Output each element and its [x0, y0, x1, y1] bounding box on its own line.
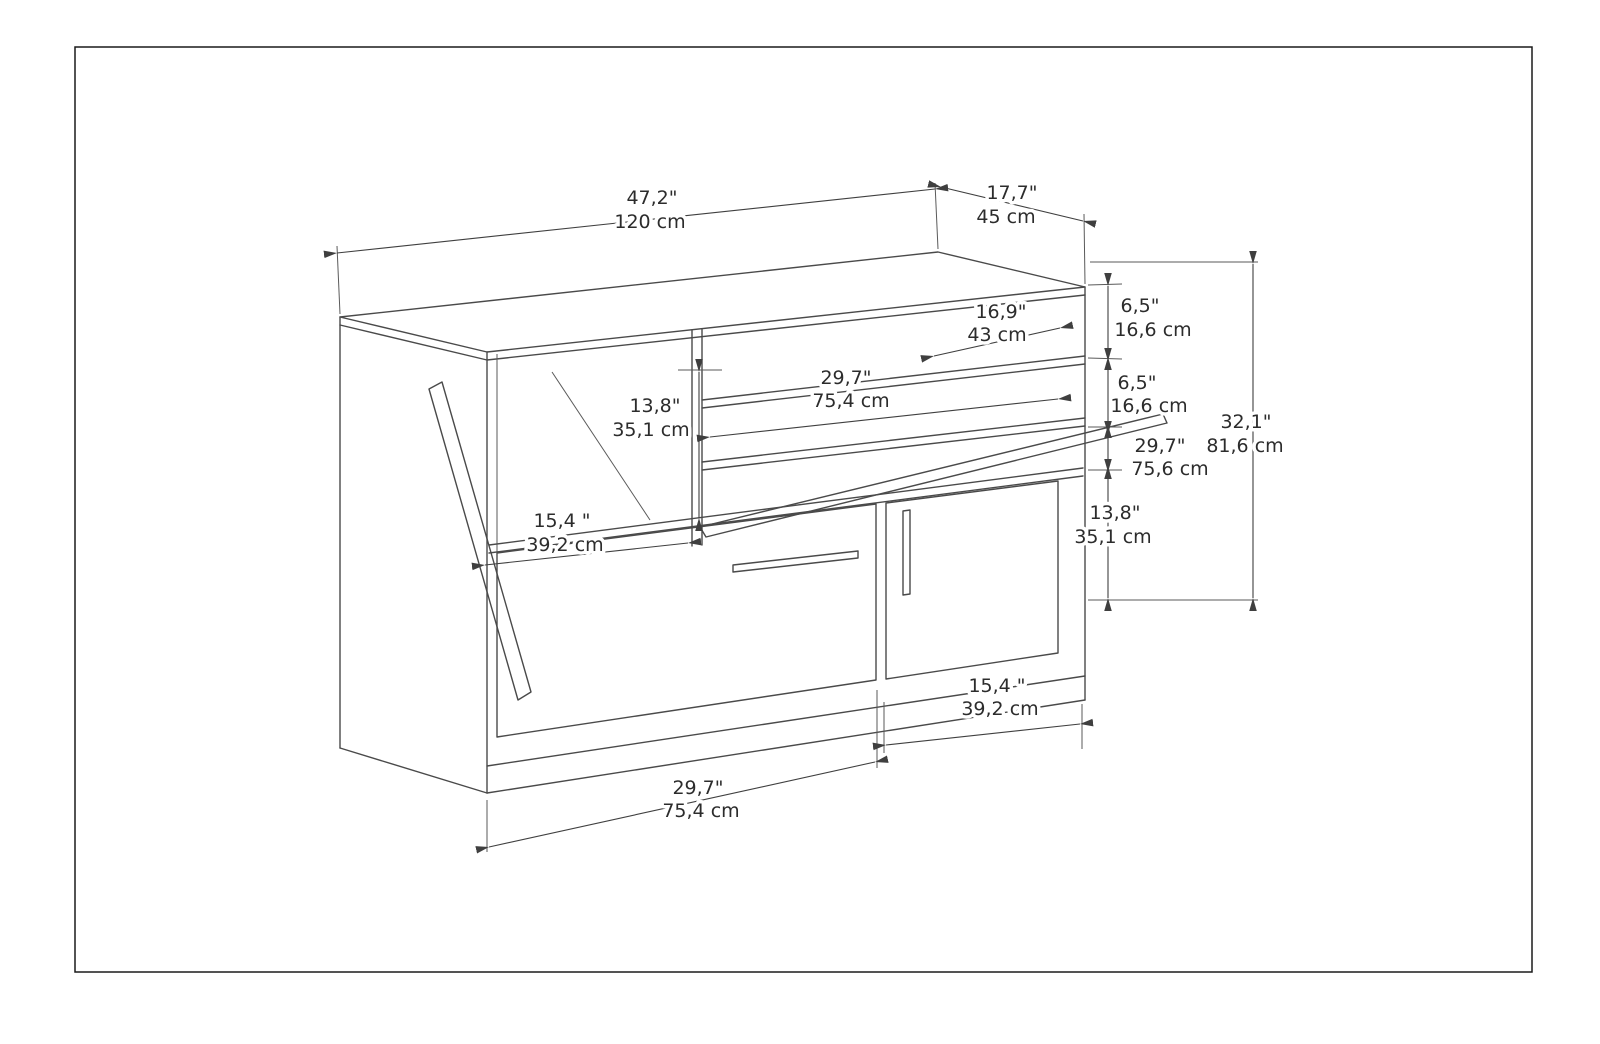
- left-door: [496, 503, 877, 738]
- label-door-height-cm: 35,1 cm: [1074, 526, 1151, 548]
- left-door-handle: [732, 550, 859, 573]
- dimline-left-compartment-width: [471, 537, 702, 571]
- top-panel-thickness-front: [486, 294, 1086, 361]
- label-top-width-inches: 47,2": [626, 187, 677, 209]
- top-panel-thickness-left: [339, 324, 488, 361]
- dimension-lines: [323, 180, 1257, 854]
- dimension-labels: 47,2" 120 cm 17,7" 45 cm 16,9" 43 cm 29,…: [523, 179, 1287, 826]
- label-right-door-width-cm: 39,2 cm: [961, 698, 1038, 720]
- ext-right-stack-1: [1087, 283, 1123, 286]
- label-left-compartment-height-cm: 35,1 cm: [612, 419, 689, 441]
- dimline-right-door-width: [872, 718, 1094, 751]
- label-middle-shelf-width-cm: 75,4 cm: [812, 390, 889, 412]
- upper-shelf-thickness: [701, 363, 1086, 409]
- upper-shelf-front-edge: [701, 355, 1086, 401]
- open-left-compartment-door: [428, 381, 532, 701]
- label-left-compartment-width-cm: 39,2 cm: [526, 534, 603, 556]
- label-left-door-width-inches: 29,7": [672, 777, 723, 799]
- dimline-top-depth: [927, 180, 1097, 228]
- middle-shelf-thickness: [701, 425, 1086, 471]
- dimline-upper-shelf-opening: [920, 321, 1074, 363]
- label-upper-shelf-opening-inches: 16,9": [975, 301, 1026, 323]
- label-left-door-width-cm: 75,4 cm: [662, 800, 739, 822]
- dimline-top-width: [323, 183, 949, 259]
- label-right-door-width-inches: 15,4 ": [968, 675, 1025, 697]
- middle-shelf-front-edge: [701, 417, 1086, 463]
- cabinet-structure: [339, 251, 1168, 794]
- label-middle-shelf-width-inches: 29,7": [820, 367, 871, 389]
- label-lower-right-gap-cm: 16,6 cm: [1110, 395, 1187, 417]
- plinth-top-edge: [486, 675, 1086, 767]
- label-flap-door-inches: 29,7": [1134, 435, 1185, 457]
- label-total-height-cm: 81,6 cm: [1206, 435, 1283, 457]
- ext-right-stack-2: [1087, 357, 1123, 360]
- dimline-left-door-width: [475, 755, 889, 854]
- label-upper-shelf-opening-cm: 43 cm: [967, 324, 1026, 346]
- right-door-handle: [902, 509, 911, 596]
- label-total-height-inches: 32,1": [1220, 411, 1271, 433]
- left-side-bottom-edge: [339, 747, 488, 794]
- label-top-depth-inches: 17,7": [986, 182, 1037, 204]
- open-flap-door: [699, 413, 1168, 538]
- compartment-interior-edge: [551, 371, 651, 521]
- label-flap-door-cm: 75,6 cm: [1131, 458, 1208, 480]
- label-lower-right-gap-inches: 6,5": [1118, 372, 1157, 394]
- ext-top-width-right: [934, 182, 939, 250]
- label-top-width-cm: 120 cm: [614, 211, 685, 233]
- label-top-depth-cm: 45 cm: [976, 206, 1035, 228]
- page-border: [74, 46, 1533, 973]
- dimline-middle-shelf-width: [696, 393, 1072, 443]
- right-door: [885, 480, 1059, 680]
- label-door-height-inches: 13,8": [1089, 502, 1140, 524]
- label-left-compartment-height-inches: 13,8": [629, 395, 680, 417]
- ext-top-depth-right: [1083, 213, 1086, 285]
- label-upper-right-gap-inches: 6,5": [1121, 295, 1160, 317]
- label-left-compartment-width-inches: 15,4 ": [533, 510, 590, 532]
- label-upper-right-gap-cm: 16,6 cm: [1114, 319, 1191, 341]
- ext-top-width-left: [336, 245, 341, 315]
